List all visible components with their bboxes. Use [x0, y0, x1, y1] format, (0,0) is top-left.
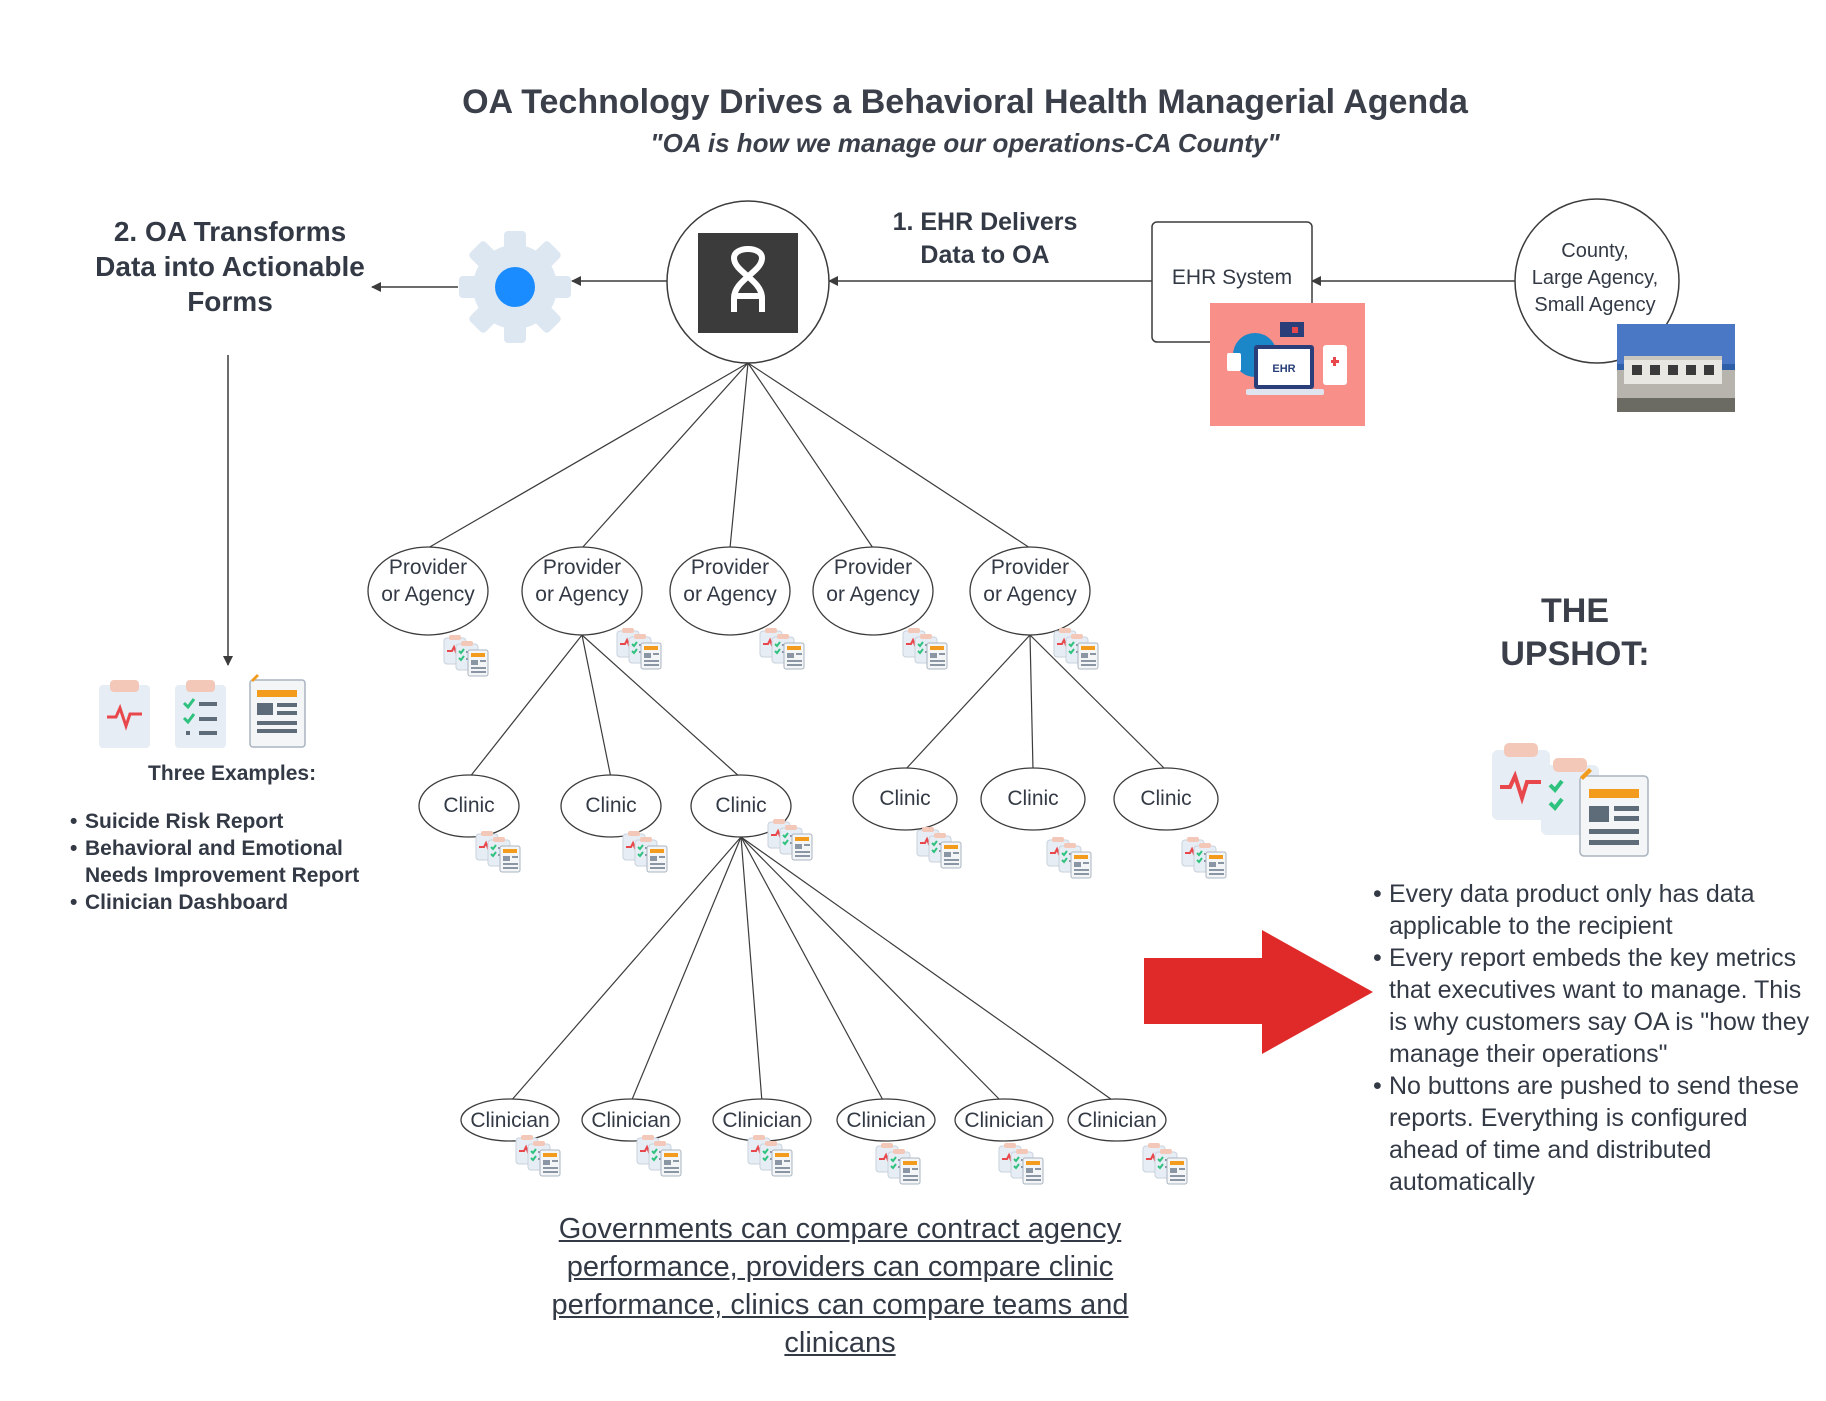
provider-label-line2: or Agency	[826, 583, 920, 606]
clinician-node	[836, 1098, 936, 1142]
example-item-continued: Needs Improvement Report	[68, 862, 359, 889]
provider-label-line2: or Agency	[535, 583, 629, 606]
clinic-node	[560, 774, 662, 838]
example-item: Suicide Risk Report	[68, 808, 359, 835]
page-subtitle: "OA is how we manage our operations-CA C…	[650, 128, 1280, 158]
oa-logo-icon	[698, 233, 798, 333]
provider-label-line1: Provider	[388, 556, 468, 579]
building-photo-icon	[1617, 324, 1735, 412]
county-node	[1514, 198, 1680, 364]
clinic-node	[690, 774, 792, 838]
provider-label-line1: Provider	[833, 556, 913, 579]
gear-icon	[459, 231, 571, 343]
upshot-heading: THE UPSHOT:	[1500, 592, 1650, 673]
county-line3: Small Agency	[1534, 294, 1656, 316]
step1-label: 1. EHR Delivers Data to OA	[870, 206, 1100, 272]
county-label: County, Large Agency, Small Agency	[1515, 238, 1675, 319]
suicide-risk-report-icon	[99, 680, 150, 748]
clinic-label: Clinic	[443, 794, 495, 817]
clinician-label: Clinician	[470, 1109, 550, 1132]
provider-label-line2: or Agency	[381, 583, 475, 606]
provider-node	[812, 546, 934, 636]
ehr-illustration-icon: EHR	[1210, 303, 1365, 426]
step1-line2: Data to OA	[920, 241, 1050, 269]
clinician-label: Clinician	[964, 1109, 1044, 1132]
provider-node	[969, 546, 1091, 636]
clinic-label: Clinic	[1140, 787, 1192, 810]
clinician-label: Clinician	[1077, 1109, 1157, 1132]
ehr-badge-text: EHR	[1272, 363, 1295, 375]
ehr-system-label: EHR System	[1171, 266, 1293, 289]
clinician-label: Clinician	[846, 1109, 926, 1132]
clinician-node	[581, 1098, 681, 1142]
provider-node	[521, 546, 643, 636]
example-item: Behavioral and Emotional	[68, 835, 359, 862]
clinic-label: Clinic	[715, 794, 767, 817]
provider-label-line1: Provider	[990, 556, 1070, 579]
clinician-label: Clinician	[722, 1109, 802, 1132]
big-red-arrow-icon	[1144, 930, 1373, 1054]
provider-label: Provider or Agency	[970, 554, 1090, 608]
provider-label: Provider or Agency	[522, 554, 642, 608]
upshot-bullet: Every report embeds the key metrics that…	[1373, 942, 1823, 1070]
clinician-label: Clinician	[591, 1109, 671, 1132]
provider-label-line2: or Agency	[683, 583, 777, 606]
clinic-node	[980, 767, 1086, 831]
clinic-label: Clinic	[585, 794, 637, 817]
examples-list: Suicide Risk Report Behavioral and Emoti…	[68, 808, 359, 916]
upshot-bullets: Every data product only has data applica…	[1373, 878, 1823, 1198]
page-title: OA Technology Drives a Behavioral Health…	[462, 83, 1468, 121]
county-line2: Large Agency,	[1531, 267, 1659, 289]
provider-label: Provider or Agency	[813, 554, 933, 608]
county-line1: County,	[1561, 240, 1629, 262]
provider-label-line1: Provider	[542, 556, 622, 579]
provider-label: Provider or Agency	[670, 554, 790, 608]
step1-line1: 1. EHR Delivers	[892, 208, 1078, 236]
provider-label: Provider or Agency	[368, 554, 488, 608]
clinic-label: Clinic	[879, 787, 931, 810]
clinic-label: Clinic	[1007, 787, 1059, 810]
example-item: Clinician Dashboard	[68, 889, 359, 916]
step2-label: 2. OA Transforms Data into Actionable Fo…	[95, 216, 365, 317]
provider-node	[669, 546, 791, 636]
examples-heading: Three Examples:	[148, 762, 317, 785]
upshot-bullet: Every data product only has data applica…	[1373, 878, 1823, 942]
provider-node	[367, 546, 489, 636]
clinic-node	[852, 767, 958, 831]
clinician-dashboard-icon	[249, 674, 306, 748]
upshot-bullet: No buttons are pushed to send these repo…	[1373, 1070, 1823, 1198]
provider-label-line1: Provider	[690, 556, 770, 579]
example-item-continued-text: Needs Improvement Report	[85, 864, 360, 887]
clinic-node	[1113, 767, 1219, 831]
needs-report-icon	[175, 680, 226, 748]
tree-connectors	[427, 362, 1167, 1103]
clinic-node	[418, 774, 520, 838]
clinician-node	[954, 1098, 1054, 1142]
comparison-note: Governments can compare contract agency …	[551, 1213, 1129, 1359]
provider-label-line2: or Agency	[983, 583, 1077, 606]
clinician-node	[460, 1098, 560, 1142]
report-stack-icon	[1492, 743, 1649, 857]
clinician-node	[1067, 1098, 1167, 1142]
